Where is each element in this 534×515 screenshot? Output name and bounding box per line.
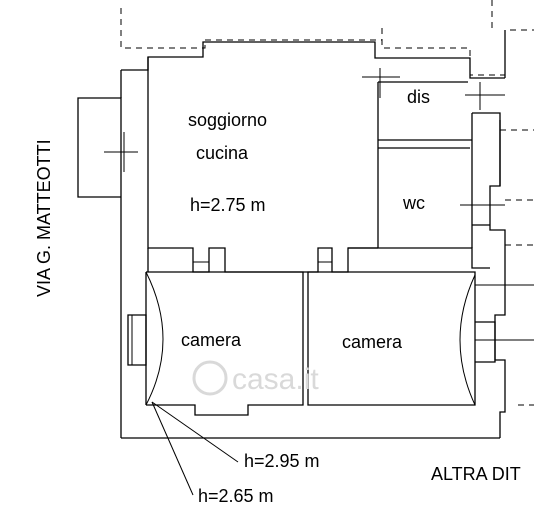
room-label-wc: wc: [402, 193, 425, 213]
room-label-soggiorno: soggiorno: [188, 110, 267, 130]
room-label-camera-left: camera: [181, 330, 242, 350]
room-label-dis: dis: [407, 87, 430, 107]
watermark-text: casa.it: [232, 363, 319, 396]
room-label-camera-right: camera: [342, 332, 403, 352]
room-height-living: h=2.75 m: [190, 195, 266, 215]
living-room-walls: [147, 57, 501, 273]
height-leaders: [151, 401, 239, 496]
height-label-2: h=2.65 m: [198, 486, 274, 506]
bedroom-walls: [127, 271, 496, 416]
watermark: casa.it: [192, 360, 319, 396]
height-label-1: h=2.95 m: [244, 451, 320, 471]
room-label-cucina: cucina: [196, 143, 249, 163]
street-label: VIA G. MATTEOTTI: [34, 139, 54, 297]
opening-marks: [104, 68, 534, 365]
neighbor-label: ALTRA DIT: [431, 464, 521, 484]
